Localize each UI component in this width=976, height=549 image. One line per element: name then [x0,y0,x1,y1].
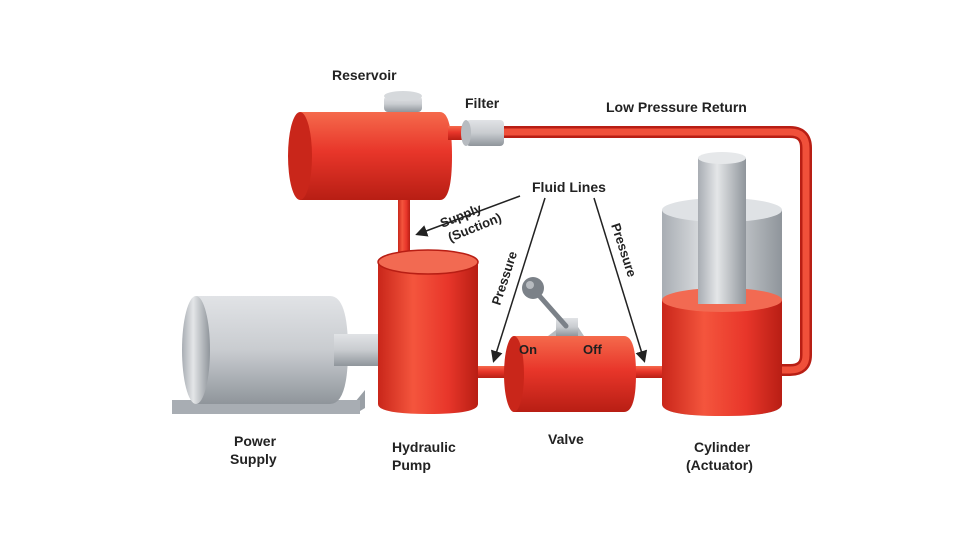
label-power-supply-line1: Power [234,433,277,449]
label-pressure-right: Pressure [608,221,639,279]
hydraulic-pump [377,249,479,414]
valve-on-label: On [519,342,537,357]
supply-suction-pipe [398,196,410,260]
label-low-pressure-return: Low Pressure Return [606,99,747,115]
pressure-pipe-pump-to-valve [470,366,512,378]
power-supply-motor [172,296,382,414]
label-pressure-left: Pressure [489,249,520,307]
label-power-supply-line2: Supply [230,451,277,467]
label-filter: Filter [465,95,500,111]
cylinder-piston-rod [698,152,746,304]
cylinder-actuator [662,152,782,416]
label-fluid-lines: Fluid Lines [532,179,606,195]
label-cylinder-line1: Cylinder [694,439,751,455]
low-pressure-return-pipe [500,126,812,376]
label-hydraulic-pump-line2: Pump [392,457,431,473]
valve-off-label: Off [583,342,602,357]
valve-lever[interactable] [522,277,584,336]
filter-unit [448,120,504,146]
fluid-lines-arrows [415,195,648,363]
label-reservoir: Reservoir [332,67,397,83]
reservoir-tank [288,91,452,200]
label-valve: Valve [548,431,584,447]
label-cylinder-line2: (Actuator) [686,457,753,473]
control-valve [504,277,636,412]
label-hydraulic-pump-line1: Hydraulic [392,439,456,455]
